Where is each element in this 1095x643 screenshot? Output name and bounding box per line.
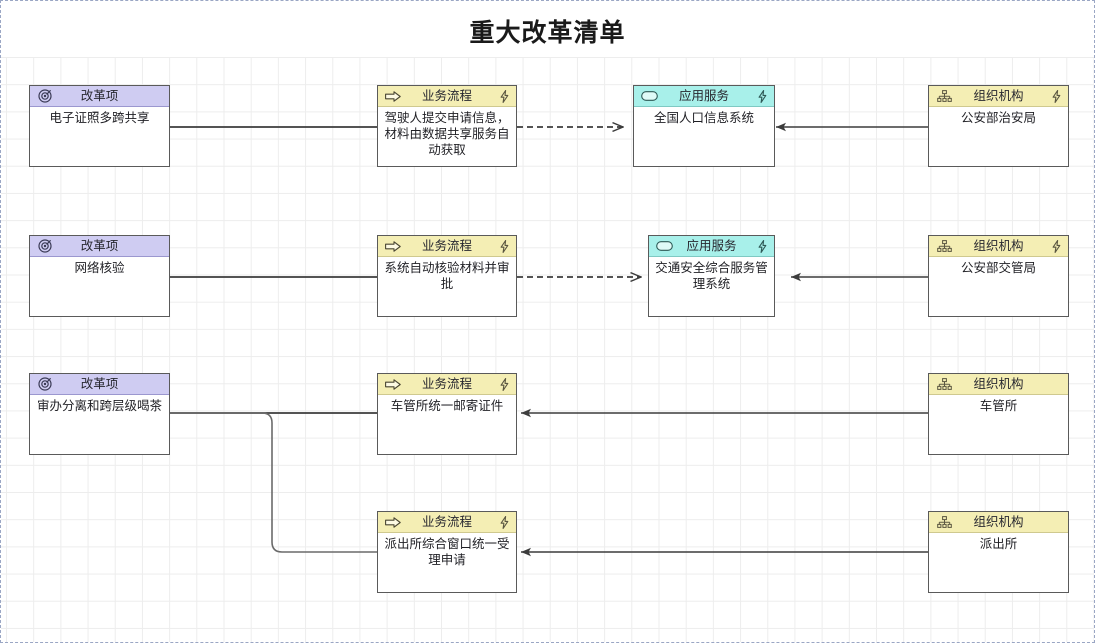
node-organization[interactable]: 组织机构 车管所 — [928, 373, 1069, 455]
node-body-label: 车管所 — [979, 399, 1018, 413]
node-header: 业务流程 — [378, 512, 516, 533]
node-header: 应用服务 — [649, 236, 774, 257]
node-body-label: 网络核验 — [74, 261, 125, 275]
node-application-service[interactable]: 应用服务 全国人口信息系统 — [633, 85, 775, 167]
org-chart-icon — [936, 515, 952, 529]
node-header: 业务流程 — [378, 374, 516, 395]
node-header: 改革项 — [30, 236, 169, 257]
node-business-process[interactable]: 业务流程 派出所综合窗口统一受理申请 — [377, 511, 517, 593]
node-business-process[interactable]: 业务流程 车管所统一邮寄证件 — [377, 373, 517, 455]
node-header: 业务流程 — [378, 86, 516, 107]
connector-r3c1-to-r4c2 — [169, 412, 377, 553]
node-header-label: 应用服务 — [678, 88, 729, 103]
node-organization[interactable]: 组织机构 公安部交管局 — [928, 235, 1069, 317]
node-header-label: 业务流程 — [421, 376, 472, 391]
node-header-label: 业务流程 — [421, 514, 472, 529]
node-body-label: 派出所 — [979, 537, 1018, 551]
node-header: 改革项 — [30, 86, 169, 107]
node-header: 组织机构 — [929, 374, 1068, 395]
rounded-rect-icon — [640, 89, 658, 103]
node-header: 组织机构 — [929, 86, 1068, 107]
target-icon — [37, 377, 53, 391]
arrow-right-icon — [385, 239, 401, 253]
node-body-label: 派出所综合窗口统一受理申请 — [384, 537, 510, 567]
lightning-icon — [499, 239, 510, 253]
node-header: 应用服务 — [634, 86, 774, 107]
node-body-label: 公安部治安局 — [960, 111, 1036, 125]
lightning-icon — [757, 239, 768, 253]
node-header-label: 改革项 — [80, 238, 119, 253]
page-title: 重大改革清单 — [469, 19, 626, 47]
node-header: 组织机构 — [929, 512, 1068, 533]
node-organization[interactable]: 组织机构 公安部治安局 — [928, 85, 1069, 167]
node-header-label: 组织机构 — [973, 514, 1024, 529]
node-body-label: 公安部交管局 — [960, 261, 1036, 275]
lightning-icon — [499, 515, 510, 529]
lightning-icon — [1051, 89, 1062, 103]
org-chart-icon — [936, 377, 952, 391]
node-business-process[interactable]: 业务流程 系统自动核验材料并审批 — [377, 235, 517, 317]
arrow-right-icon — [385, 515, 401, 529]
node-body-label: 电子证照多跨共享 — [49, 111, 150, 125]
lightning-icon — [757, 89, 768, 103]
arrow-right-icon — [385, 377, 401, 391]
node-reform-item[interactable]: 改革项 网络核验 — [29, 235, 170, 317]
node-reform-item[interactable]: 改革项 电子证照多跨共享 — [29, 85, 170, 167]
node-header-label: 改革项 — [80, 88, 119, 103]
node-header-label: 组织机构 — [973, 376, 1024, 391]
org-chart-icon — [936, 89, 952, 103]
lightning-icon — [499, 89, 510, 103]
node-body-label: 交通安全综合服务管理系统 — [655, 261, 768, 291]
node-body-label: 全国人口信息系统 — [653, 111, 754, 125]
node-body-label: 系统自动核验材料并审批 — [384, 261, 510, 291]
lightning-icon — [1051, 239, 1062, 253]
arrow-right-icon — [385, 89, 401, 103]
node-header-label: 业务流程 — [421, 238, 472, 253]
node-header-label: 组织机构 — [973, 238, 1024, 253]
target-icon — [37, 89, 53, 103]
node-body-label: 审办分离和跨层级喝茶 — [36, 399, 162, 413]
node-header: 改革项 — [30, 374, 169, 395]
node-application-service[interactable]: 应用服务 交通安全综合服务管理系统 — [648, 235, 775, 317]
node-body-label: 车管所统一邮寄证件 — [390, 399, 504, 413]
node-body-label: 驾驶人提交申请信息，材料由数据共享服务自动获取 — [384, 111, 510, 157]
node-header-label: 改革项 — [80, 376, 119, 391]
node-organization[interactable]: 组织机构 派出所 — [928, 511, 1069, 593]
node-header-label: 业务流程 — [421, 88, 472, 103]
node-header: 组织机构 — [929, 236, 1068, 257]
rounded-rect-icon — [655, 239, 673, 253]
target-icon — [37, 239, 53, 253]
node-header-label: 组织机构 — [973, 88, 1024, 103]
org-chart-icon — [936, 239, 952, 253]
node-business-process[interactable]: 业务流程 驾驶人提交申请信息，材料由数据共享服务自动获取 — [377, 85, 517, 167]
node-header-label: 应用服务 — [686, 238, 737, 253]
lightning-icon — [499, 377, 510, 391]
node-reform-item[interactable]: 改革项 审办分离和跨层级喝茶 — [29, 373, 170, 455]
node-header: 业务流程 — [378, 236, 516, 257]
